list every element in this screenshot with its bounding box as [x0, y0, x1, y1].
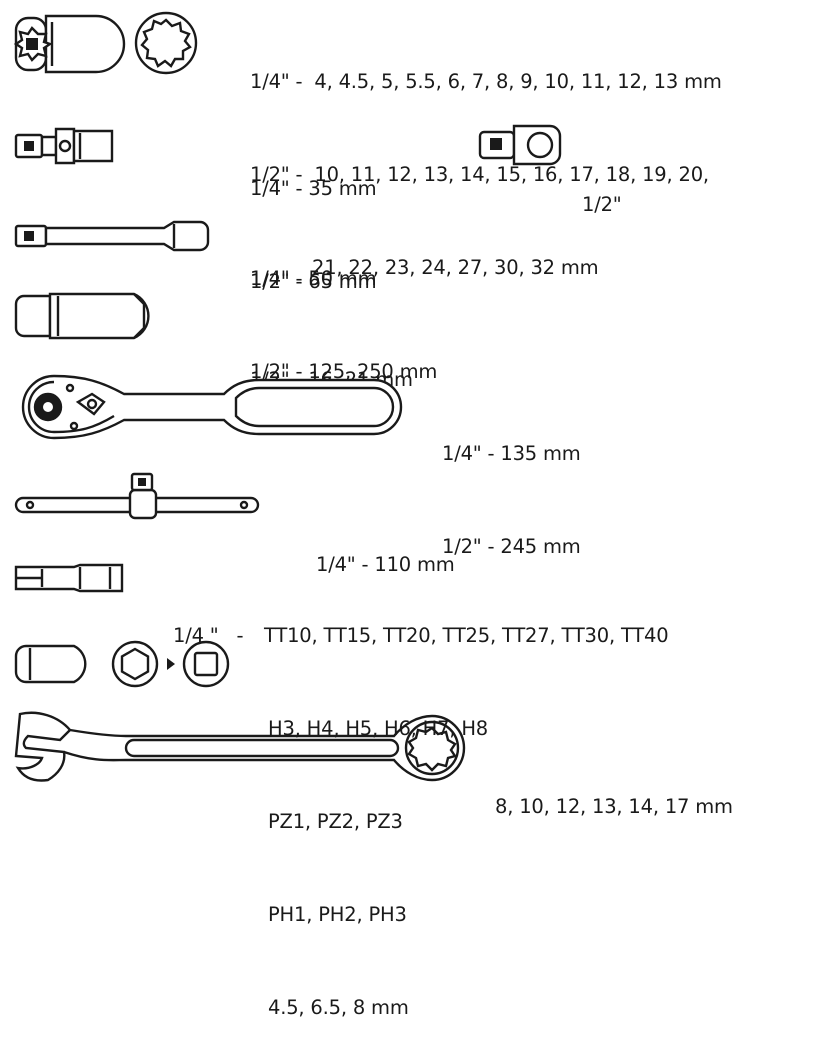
t-bar-text: 1/4" - 110 mm — [316, 487, 455, 611]
arrow-right-icon — [166, 657, 176, 671]
sockets-line-2: 1/2" - 10, 11, 12, 13, 14, 15, 16, 17, 1… — [250, 163, 709, 186]
extension-bars-line-1: 1/4" - 50 mm — [250, 267, 377, 290]
universal-joint-line-2: 1/2" - 65 mm — [250, 270, 377, 293]
universal-joint-line-1: 1/4" - 35 mm — [250, 177, 377, 200]
adapter-text: 1/2" — [582, 127, 622, 251]
ratchets-text: 1/4" - 135 mm 1/2" - 245 mm — [442, 376, 581, 593]
t-bar-icon — [14, 470, 264, 520]
bit-icon — [14, 563, 126, 593]
bits-line-5: 4.5, 6.5, 8 mm — [268, 996, 409, 1019]
sockets-line-3: 21, 22, 23, 24, 27, 30, 32 mm — [312, 256, 599, 279]
bits-line-4: PH1, PH2, PH3 — [268, 903, 407, 926]
socket-top-icon — [133, 10, 199, 76]
bits-prefix: 1/4 " - — [173, 558, 244, 682]
universal-joint-icon — [14, 125, 118, 169]
square-socket-icon — [182, 640, 230, 688]
adapter-label: 1/2" — [582, 193, 622, 216]
sockets-line-1: 1/4" - 4, 4.5, 5, 5.5, 6, 7, 8, 9, 10, 1… — [250, 70, 722, 93]
ratchets-line-1: 1/4" - 135 mm — [442, 442, 581, 465]
spark-plug-socket-icon — [14, 290, 164, 342]
adapter-icon — [478, 124, 568, 166]
sockets-text: 1/4" - 4, 4.5, 5, 5.5, 6, 7, 8, 9, 10, 1… — [250, 4, 722, 314]
ratchets-line-2: 1/2" - 245 mm — [442, 535, 581, 558]
wrenches-text: 8, 10, 12, 13, 14, 17 mm — [495, 729, 733, 853]
bits-line-1: TT10, TT15, TT20, TT25, TT27, TT30, TT40 — [264, 624, 669, 647]
bits-prefix-text: 1/4 " - — [173, 624, 244, 647]
t-bar-line-1: 1/4" - 110 mm — [316, 553, 455, 576]
socket-side-icon — [14, 12, 124, 76]
extension-bars-line-2: 1/2" - 125, 250 mm — [250, 360, 438, 383]
bits-line-3: PZ1, PZ2, PZ3 — [268, 810, 403, 833]
extension-bar-icon — [14, 218, 214, 254]
universal-joint-text: 1/4" - 35 mm 1/2" - 65 mm — [250, 111, 377, 328]
bit-holder-icon — [14, 642, 98, 686]
extension-bars-text: 1/4" - 50 mm 1/2" - 125, 250 mm — [250, 201, 437, 418]
ratchet-icon — [14, 372, 404, 442]
wrenches-line-1: 8, 10, 12, 13, 14, 17 mm — [495, 795, 733, 818]
combination-wrench-icon — [14, 708, 464, 788]
hex-socket-icon — [111, 640, 159, 688]
